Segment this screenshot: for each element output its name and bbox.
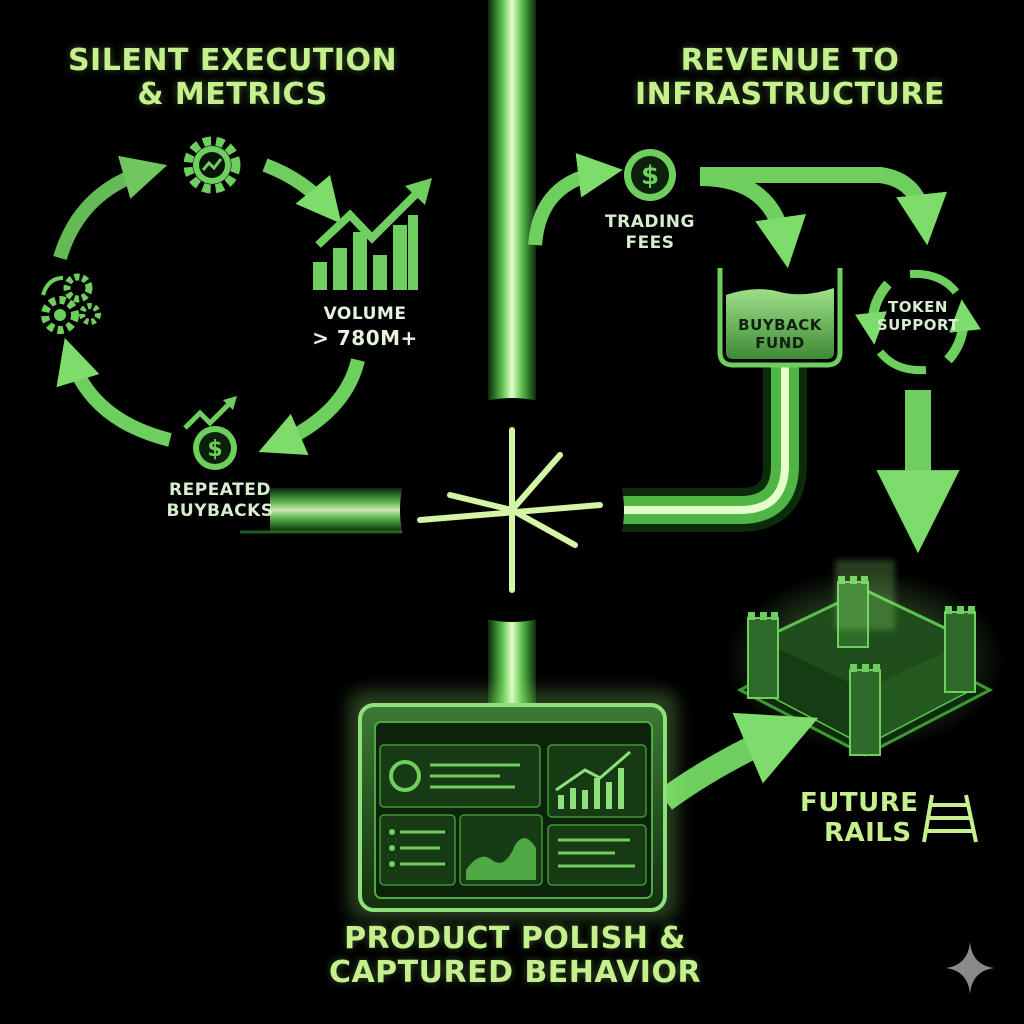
trading-fees-label: TRADING FEES: [590, 212, 710, 254]
buyback-fund-line1: BUYBACK: [738, 316, 822, 334]
section-title-revenue: REVENUE TO INFRASTRUCTURE: [620, 44, 960, 112]
buyback-fund-tank: [717, 268, 843, 368]
section-title-execution-line2: & METRICS: [137, 77, 328, 112]
section-title-revenue-line1: REVENUE TO: [680, 43, 900, 78]
gears-icon: [41, 273, 101, 334]
volume-label: VOLUME > 780M+: [285, 302, 445, 350]
sparkle-icon: [946, 942, 994, 994]
arrow-fees-to-fund: [699, 170, 806, 269]
dashboard-icon: [348, 690, 678, 920]
pipe-elbow-right: [600, 365, 807, 532]
future-rails-line2: RAILS: [824, 818, 912, 848]
svg-text:$: $: [641, 161, 659, 191]
section-title-revenue-line2: INFRASTRUCTURE: [634, 77, 946, 112]
arrow-dashboard-to-fortress: [657, 712, 819, 810]
cycle-arrows-icon: [855, 269, 981, 375]
arrow-fees-to-support: [700, 167, 948, 246]
pipe-horizontal-left: [270, 488, 420, 532]
revenue-flow: $: [528, 149, 981, 554]
token-support-line2: SUPPORT: [876, 316, 960, 334]
cycle-arrow-top-left: [53, 155, 168, 261]
cycle-arrow-top-right: [262, 158, 342, 224]
trading-fees-line2: FEES: [625, 233, 675, 253]
token-support-line1: TOKEN: [888, 298, 948, 316]
railway-icon: [922, 794, 978, 843]
hub-icon: [417, 427, 603, 593]
buyback-fund-label: BUYBACK FUND: [728, 316, 832, 352]
section-title-execution: SILENT EXECUTION & METRICS: [55, 44, 410, 112]
section-title-execution-line1: SILENT EXECUTION: [67, 43, 398, 78]
future-rails-label: FUTURE RAILS: [800, 788, 920, 848]
svg-text:$: $: [207, 437, 222, 462]
trading-fees-line1: TRADING: [605, 212, 695, 232]
token-support-label: TOKEN SUPPORT: [868, 298, 968, 334]
bar-chart-icon: [313, 178, 432, 290]
gear-chart-icon: [183, 136, 241, 194]
section-title-product-line2: CAPTURED BEHAVIOR: [328, 955, 702, 990]
pipe-network: [240, 0, 807, 730]
arrow-pipe-to-fees: [528, 153, 623, 246]
repeated-buybacks-line2: BUYBACKS: [166, 501, 274, 521]
dollar-coin-icon: $: [624, 149, 676, 201]
section-title-product-line1: PRODUCT POLISH &: [344, 921, 686, 956]
fortress-icon: [725, 560, 1005, 757]
section-title-product: PRODUCT POLISH & CAPTURED BEHAVIOR: [300, 922, 730, 990]
buyback-coin-icon: $: [183, 396, 237, 470]
buyback-fund-line2: FUND: [755, 334, 805, 352]
cycle-arrow-right: [258, 358, 365, 455]
execution-cycle: $: [41, 136, 432, 470]
cycle-arrow-bottom-left: [56, 337, 172, 447]
volume-label-text: VOLUME: [323, 304, 407, 324]
pipe-vertical-top: [488, 0, 536, 410]
repeated-buybacks-line1: REPEATED: [169, 480, 271, 500]
volume-value: > 780M+: [312, 326, 418, 350]
repeated-buybacks-label: REPEATED BUYBACKS: [140, 480, 300, 522]
future-rails-line1: FUTURE: [800, 788, 919, 818]
